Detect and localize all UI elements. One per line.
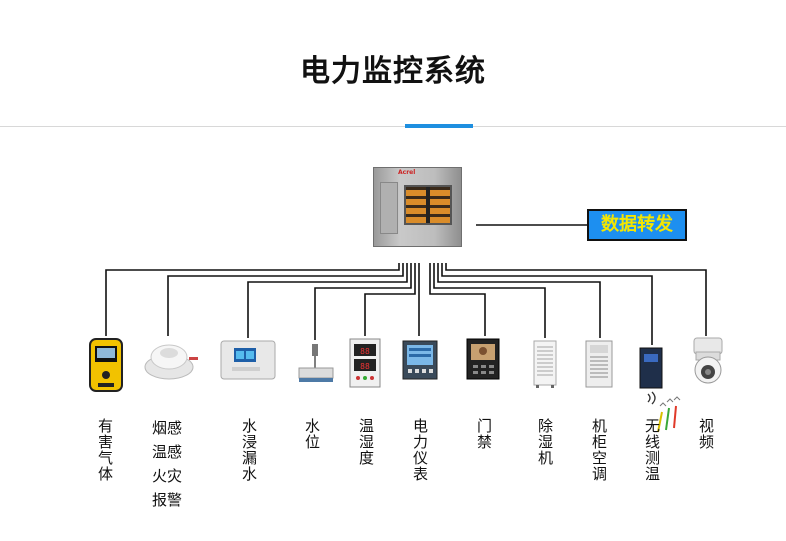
divider bbox=[0, 126, 786, 127]
title-accent-bar bbox=[405, 124, 473, 128]
gas-detector-icon bbox=[89, 338, 123, 392]
device-label-smoke-line: 火灾 bbox=[152, 467, 183, 485]
device-label-cabinet-ac: 机柜空调 bbox=[590, 418, 608, 482]
device-label-water-level: 水位 bbox=[303, 418, 321, 450]
cabinet-screen bbox=[404, 185, 452, 225]
device-label-video: 视频 bbox=[697, 418, 715, 450]
cabinet-air-conditioner-icon bbox=[585, 340, 613, 388]
data-forward-box: 数据转发 bbox=[587, 209, 687, 241]
water-leak-sensor-icon bbox=[220, 340, 276, 380]
svg-text:88: 88 bbox=[360, 362, 370, 371]
device-label-gas: 有害气体 bbox=[96, 418, 114, 482]
device-label-water-leak: 水浸漏水 bbox=[240, 418, 258, 482]
device-label-smoke-line: 温感 bbox=[152, 443, 183, 461]
device-label-power-meter: 电力仪表 bbox=[411, 418, 429, 482]
smoke-detector-icon bbox=[143, 335, 199, 385]
device-label-access: 门禁 bbox=[475, 418, 493, 450]
monitoring-host-cabinet: Acrel bbox=[373, 167, 462, 247]
svg-text:88: 88 bbox=[360, 347, 370, 356]
device-label-smoke-line: 烟感 bbox=[152, 419, 183, 437]
water-level-sensor-icon bbox=[298, 340, 334, 386]
dome-camera-icon bbox=[690, 336, 726, 386]
device-label-dehumidifier: 除湿机 bbox=[536, 418, 554, 466]
page-title: 电力监控系统 bbox=[300, 54, 486, 89]
cabinet-logo: Acrel bbox=[398, 169, 416, 176]
device-label-temp-humidity: 温湿度 bbox=[357, 418, 375, 466]
access-control-icon bbox=[466, 338, 500, 380]
dehumidifier-icon bbox=[533, 340, 557, 388]
device-label-smoke-line: 报警 bbox=[152, 491, 183, 509]
device-label-wireless-temp: 无线测温 bbox=[643, 418, 661, 482]
power-meter-icon bbox=[402, 340, 438, 380]
temperature-humidity-controller-icon: 88 88 bbox=[349, 338, 381, 388]
cabinet-side-panel bbox=[380, 182, 398, 234]
wireless-temperature-sensor-icon bbox=[638, 346, 684, 434]
